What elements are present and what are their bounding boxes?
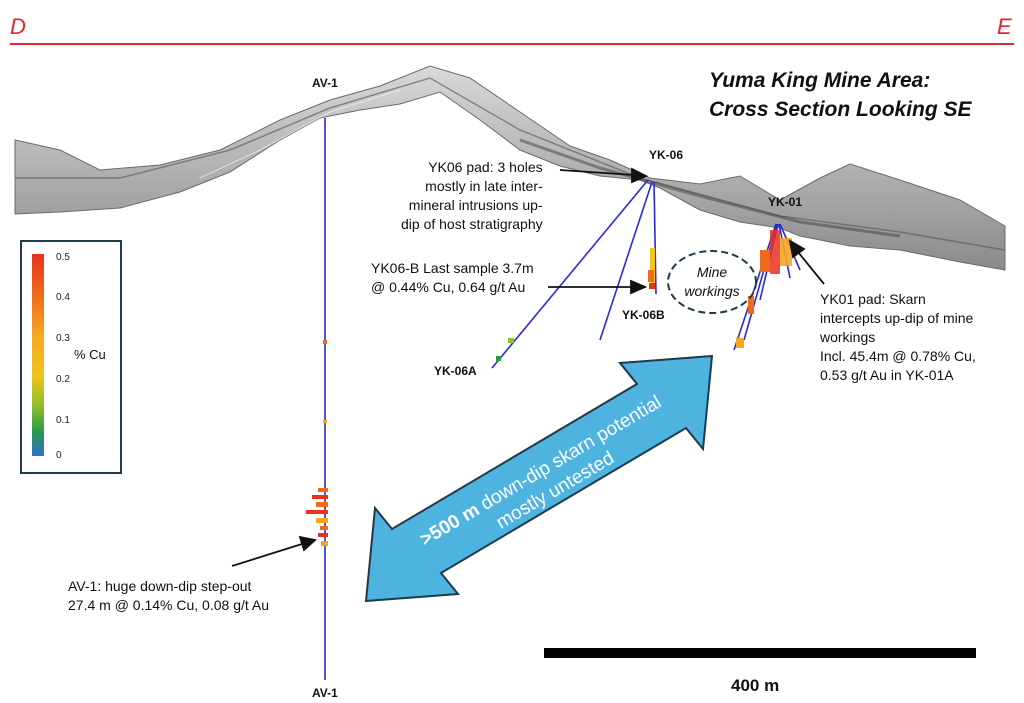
yk01-pad-note: YK01 pad: Skarn intercepts up-dip of min… xyxy=(820,291,976,383)
scale-bar-label: 400 m xyxy=(731,676,780,695)
yk01-label: YK-01 xyxy=(768,195,803,209)
yk06b-sample-note: YK06-B Last sample 3.7m @ 0.44% Cu, 0.64… xyxy=(371,260,534,295)
yk06-pad-note: YK06 pad: 3 holes mostly in late inter- … xyxy=(401,159,543,232)
legend-tick: 0.5 xyxy=(56,252,70,263)
legend-title: % Cu xyxy=(74,347,106,362)
section-start-letter: D xyxy=(10,14,26,39)
yk06b-label: YK-06B xyxy=(622,308,665,322)
down-dip-potential-arrow xyxy=(364,354,714,603)
scale-bar xyxy=(544,648,976,658)
legend-tick: 0 xyxy=(56,450,62,461)
yk01-assay-intercepts xyxy=(736,230,792,348)
figure-title: Yuma King Mine Area: Cross Section Looki… xyxy=(709,66,972,124)
mine-workings-outline xyxy=(667,250,757,314)
av1-stepout-note: AV-1: huge down-dip step-out 27.4 m @ 0.… xyxy=(68,578,269,613)
yk06-hole-traces xyxy=(491,179,657,369)
mine-workings-label: Mine workings xyxy=(684,264,740,299)
title-line-1: Yuma King Mine Area: xyxy=(709,69,931,92)
av1-top-label: AV-1 xyxy=(312,76,338,90)
legend-tick: 0.2 xyxy=(56,374,70,385)
terrain-surface xyxy=(14,65,1006,271)
cu-legend: 0.5 0.4 0.3 0.2 0.1 0 % Cu xyxy=(20,240,122,474)
yk06a-label: YK-06A xyxy=(434,364,477,378)
yk06-label: YK-06 xyxy=(649,148,684,162)
cu-color-ramp xyxy=(32,254,44,456)
av1-assay-intercept xyxy=(306,340,328,546)
section-end-letter: E xyxy=(997,14,1012,39)
legend-tick: 0.3 xyxy=(56,333,70,344)
title-line-2: Cross Section Looking SE xyxy=(709,98,972,121)
yk06-assay-intercepts xyxy=(496,248,655,361)
legend-tick: 0.4 xyxy=(56,292,70,303)
legend-tick: 0.1 xyxy=(56,415,70,426)
av1-bottom-label: AV-1 xyxy=(312,686,338,700)
annotation-arrows xyxy=(231,167,825,567)
